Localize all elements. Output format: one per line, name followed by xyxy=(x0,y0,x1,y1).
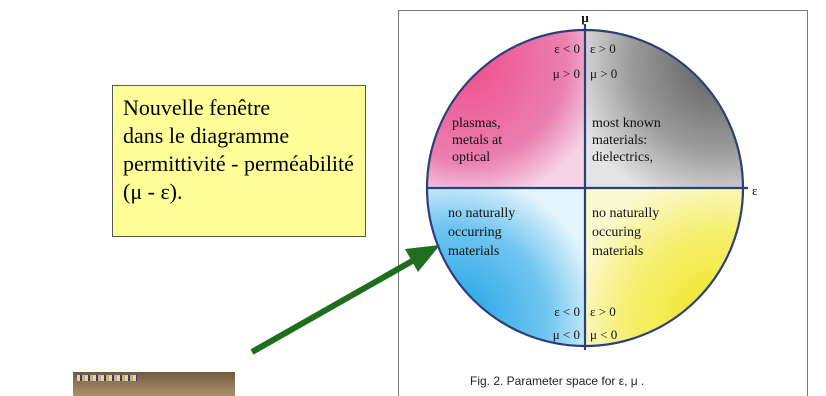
tr-text-1: most known xyxy=(592,116,661,131)
bl-eps-sign: ε < 0 xyxy=(554,304,580,319)
figure-caption: Fig. 2. Parameter space for ε, μ . xyxy=(470,374,645,388)
br-mu-sign: μ < 0 xyxy=(590,327,617,342)
arrow-shaft xyxy=(250,257,416,355)
eps-axis-label: ε xyxy=(752,183,758,198)
br-text-2: occuring xyxy=(592,225,641,240)
quadrant-top-right xyxy=(585,30,743,188)
callout-line-4: (μ - ε). xyxy=(123,179,183,204)
tr-text-3: dielectrics, xyxy=(592,150,653,165)
photo-shelf xyxy=(77,375,137,381)
quadrant-bottom-right xyxy=(585,188,743,346)
mu-axis-label: μ xyxy=(581,10,589,25)
bl-text-1: no naturally xyxy=(448,206,515,221)
callout-line-3: permittivité - perméabilité xyxy=(123,151,354,176)
callout-line-1: Nouvelle fenêtre xyxy=(123,95,271,120)
tl-text-1: plasmas, xyxy=(452,116,501,131)
tr-mu-sign: μ > 0 xyxy=(590,66,617,81)
br-eps-sign: ε > 0 xyxy=(590,304,616,319)
br-text-1: no naturally xyxy=(592,206,659,221)
photo-thumbnail xyxy=(73,372,235,396)
tl-text-3: optical xyxy=(452,150,490,165)
callout-line-2: dans le diagramme xyxy=(123,123,290,148)
tl-eps-sign: ε < 0 xyxy=(554,41,580,56)
br-text-3: materials xyxy=(592,244,643,259)
bl-mu-sign: μ < 0 xyxy=(553,327,580,342)
tr-text-2: materials: xyxy=(592,133,647,148)
quadrant-bottom-left xyxy=(427,188,585,346)
quadrant-top-left xyxy=(427,30,585,188)
arrow-head xyxy=(405,245,440,272)
bl-text-2: occurring xyxy=(448,225,502,240)
tr-eps-sign: ε > 0 xyxy=(590,41,616,56)
callout-box: Nouvelle fenêtre dans le diagramme permi… xyxy=(112,85,366,237)
tl-text-2: metals at xyxy=(452,133,502,148)
bl-text-3: materials xyxy=(448,244,499,259)
tl-mu-sign: μ > 0 xyxy=(553,66,580,81)
